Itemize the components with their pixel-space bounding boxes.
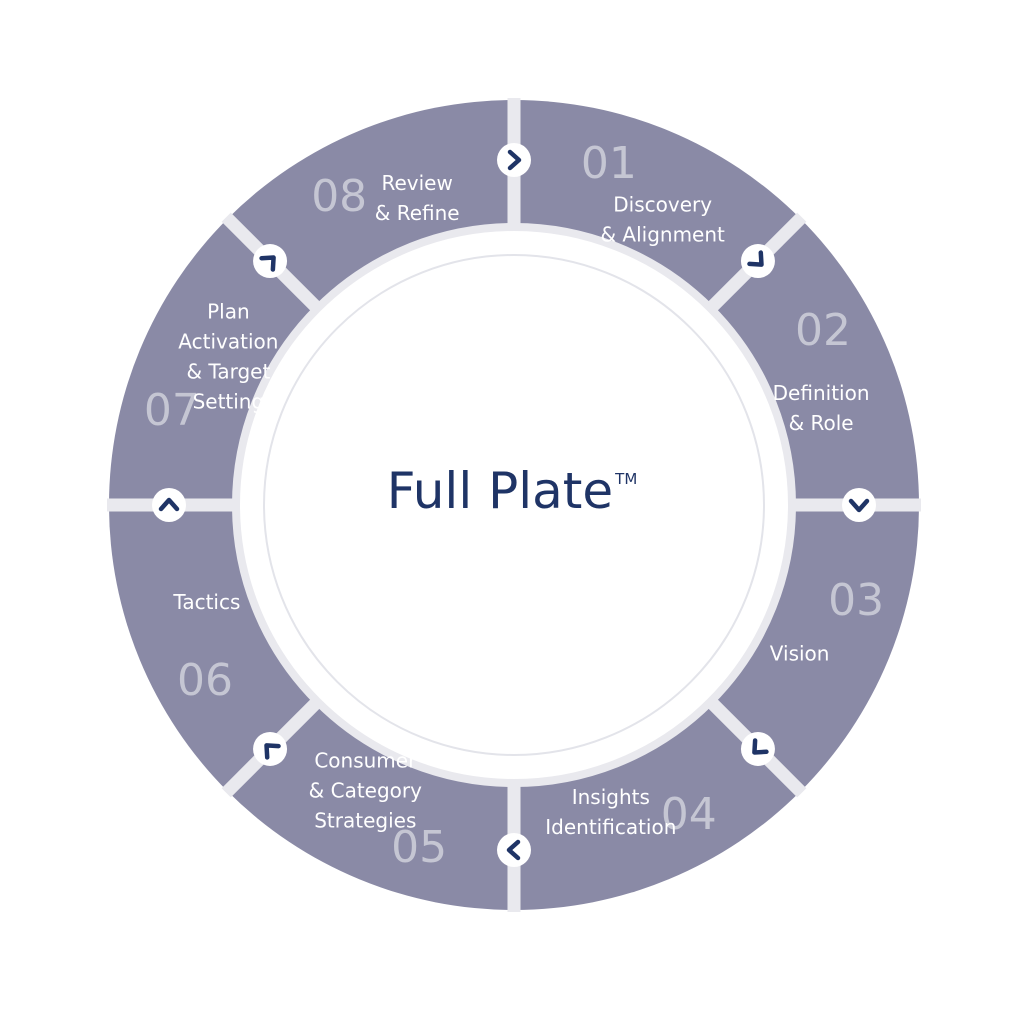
segment-label-line: & Role (789, 411, 854, 435)
segment-number-02: 02 (795, 305, 851, 356)
segment-label-03: Vision (770, 642, 830, 666)
segment-label-line: Review (381, 171, 452, 195)
trademark-mark: TM (614, 470, 637, 488)
arrow-badge (842, 488, 876, 522)
segment-number-06: 06 (177, 655, 233, 706)
segment-number-05: 05 (391, 822, 447, 873)
segment-label-line: Setting (193, 389, 265, 413)
arrow-chevron (158, 497, 180, 512)
segment-label-02: Definition & Role (773, 381, 870, 435)
arrow-badge (497, 143, 531, 177)
arrow-chevron (747, 250, 764, 267)
segment-label-line: & Target (186, 359, 270, 383)
segment-number-07: 07 (144, 385, 200, 436)
plate-outer (232, 223, 796, 787)
arrow-badge (740, 731, 775, 766)
segment-label-line: Plan (207, 299, 250, 323)
segment-label-line: Identification (545, 815, 676, 839)
chevron-right-icon (497, 143, 531, 177)
arrow-badge (152, 488, 186, 522)
chevron-up-icon (152, 488, 186, 522)
segment-number-01: 01 (581, 138, 637, 189)
segment-label-line: Tactics (172, 590, 240, 614)
segment-label-line: & Category (309, 779, 422, 803)
segment-label-line: Discovery (613, 192, 712, 216)
segment-label-08: Review & Refine (375, 171, 460, 225)
arrow-chevron (848, 498, 870, 513)
arrow-chevron (507, 149, 522, 171)
segment-number-03: 03 (828, 575, 884, 626)
arrow-chevron (264, 743, 281, 760)
segment-label-line: Strategies (314, 809, 416, 833)
center-plate (232, 223, 796, 787)
arrow-chevron (259, 255, 276, 272)
arrow-badge (740, 244, 775, 279)
chevron-up-left-icon (253, 731, 288, 766)
chevron-left-icon (497, 833, 531, 867)
arrow-chevron (752, 738, 769, 755)
chevron-down-right-icon (740, 244, 775, 279)
segment-number-04: 04 (661, 789, 717, 840)
segment-label-line: Insights (572, 785, 650, 809)
segment-number-08: 08 (311, 171, 367, 222)
segment-label-line: & Refine (375, 201, 460, 225)
arrow-badge (253, 244, 288, 279)
chevron-up-right-icon (253, 244, 288, 279)
segment-label-line: Definition (773, 381, 870, 405)
cycle-arrows (152, 143, 876, 867)
segment-label-line: & Alignment (600, 222, 725, 246)
segment-label-06: Tactics (172, 590, 240, 614)
chevron-down-icon (842, 488, 876, 522)
center-title-text: Full Plate (387, 462, 613, 520)
arrow-chevron (506, 839, 521, 861)
arrow-badge (253, 731, 288, 766)
segment-label-01: Discovery & Alignment (600, 192, 725, 246)
chevron-down-left-icon (740, 731, 775, 766)
arrow-badge (497, 833, 531, 867)
plate-rim (263, 254, 765, 756)
segment-label-line: Activation (178, 329, 278, 353)
segment-label-line: Vision (770, 642, 830, 666)
segment-label-line: Consumer (314, 749, 417, 773)
